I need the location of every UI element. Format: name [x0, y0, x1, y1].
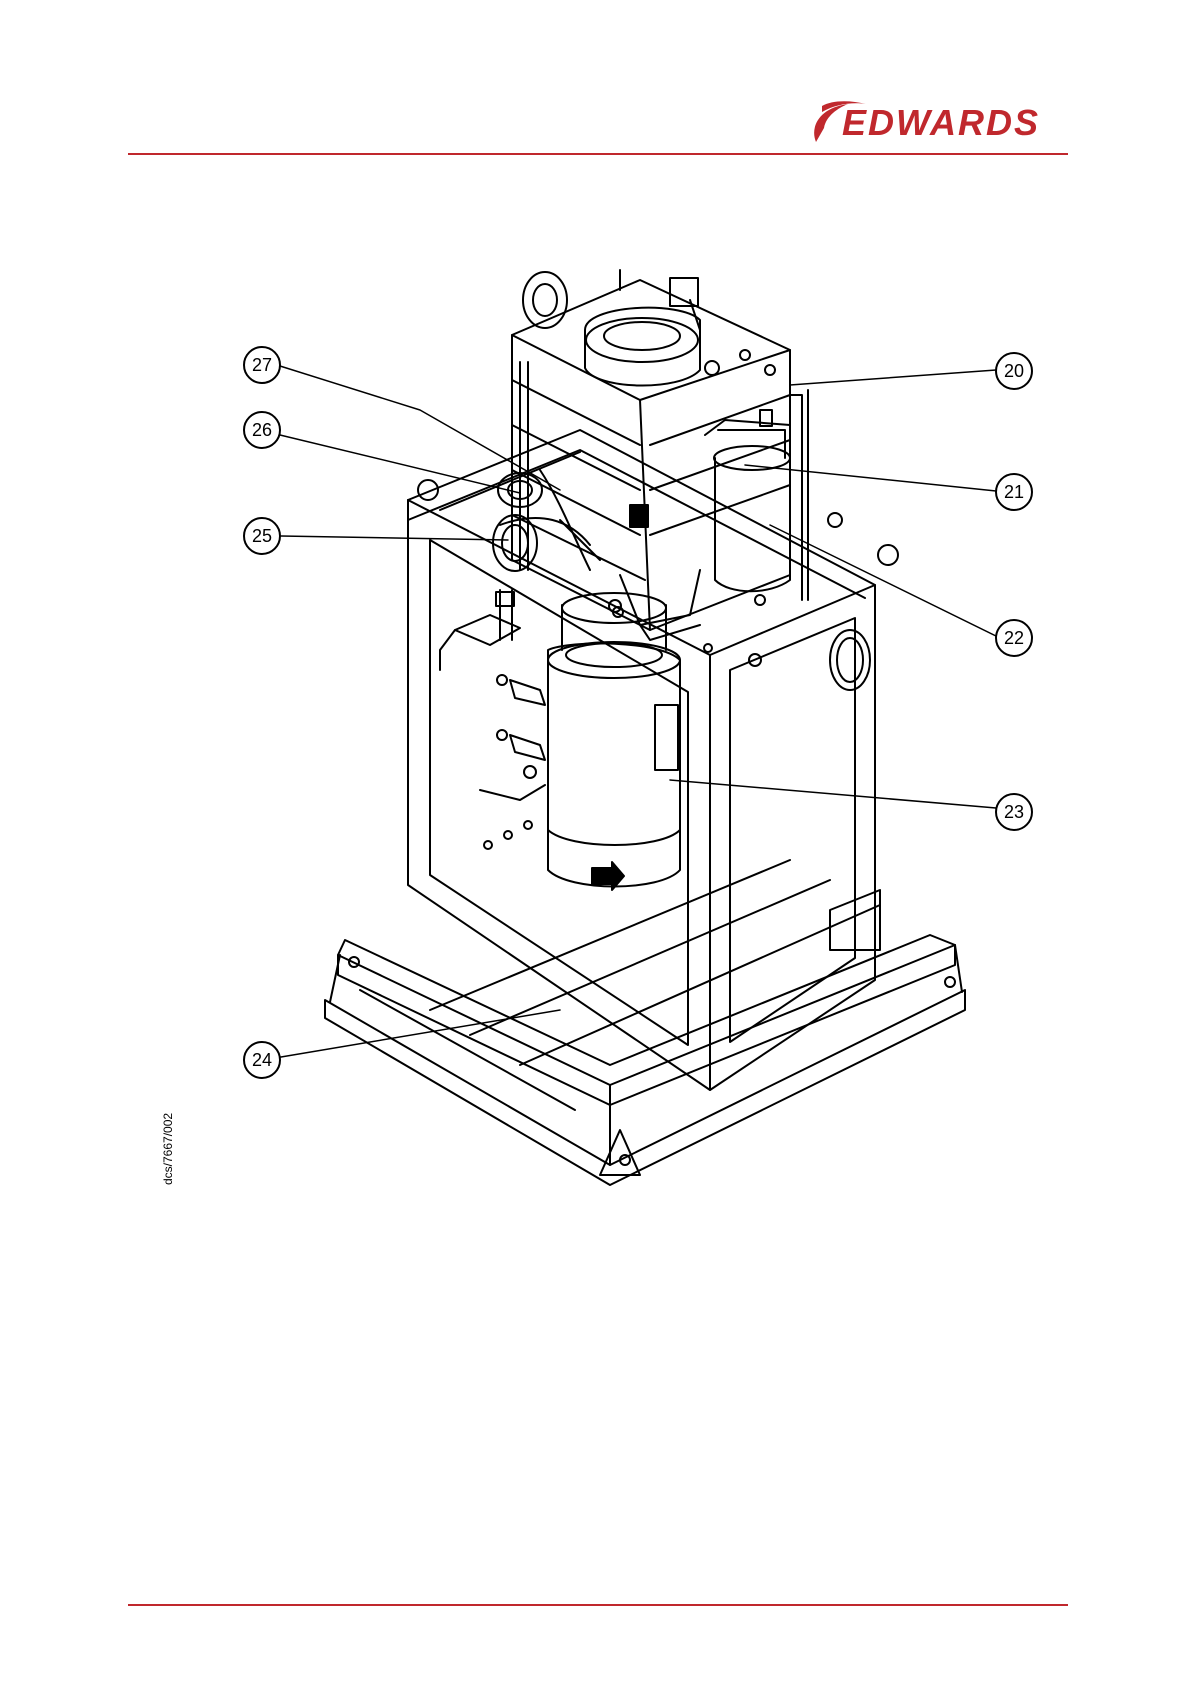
callout-23: 23 [996, 794, 1032, 830]
svg-text:26: 26 [252, 420, 272, 440]
leader-lines [280, 366, 996, 1057]
svg-text:23: 23 [1004, 802, 1024, 822]
pump-block [512, 270, 790, 630]
svg-text:22: 22 [1004, 628, 1024, 648]
callout-25: 25 [244, 518, 280, 554]
svg-text:25: 25 [252, 526, 272, 546]
frame [408, 430, 898, 1090]
callout-27: 27 [244, 347, 280, 383]
svg-text:20: 20 [1004, 361, 1024, 381]
callout-26: 26 [244, 412, 280, 448]
callout-20: 20 [996, 353, 1032, 389]
oil-piping [440, 590, 545, 849]
figure-reference: dcs/7667/002 [161, 1055, 177, 1185]
pump-feet [613, 570, 765, 640]
callout-24: 24 [244, 1042, 280, 1078]
callout-22: 22 [996, 620, 1032, 656]
footer-rule [128, 1604, 1068, 1606]
svg-text:27: 27 [252, 355, 272, 375]
svg-text:24: 24 [252, 1050, 272, 1070]
inlet-ports [493, 470, 600, 571]
oil-filter [705, 390, 808, 600]
base-skid [325, 860, 965, 1185]
svg-text:21: 21 [1004, 482, 1024, 502]
callout-21: 21 [996, 474, 1032, 510]
